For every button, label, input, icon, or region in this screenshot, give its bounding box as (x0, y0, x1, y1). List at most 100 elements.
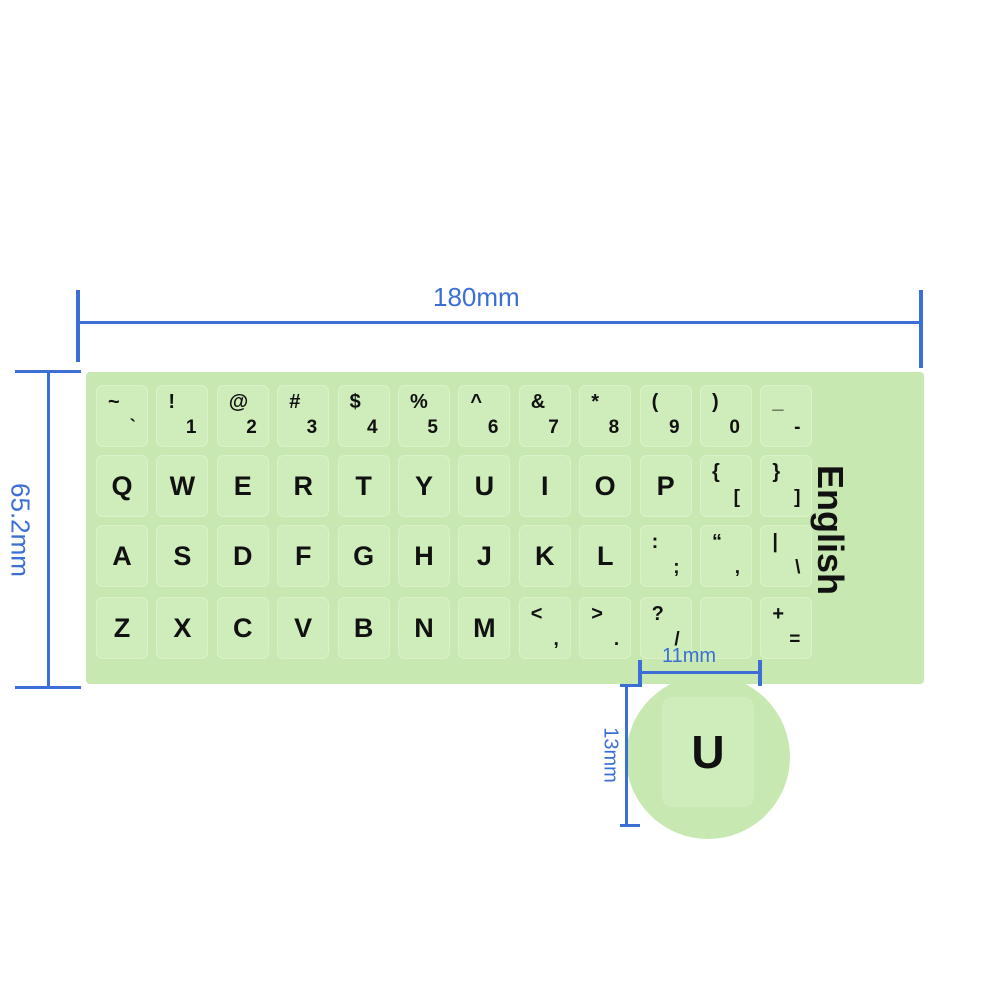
width-dimension-line (80, 321, 922, 324)
key-shift-legend: : (651, 531, 659, 553)
key-base-legend: [ (733, 487, 740, 508)
key-sticker: P (639, 455, 692, 517)
key-sticker: <, (518, 597, 571, 659)
width-dimension-label: 180mm (433, 282, 520, 312)
key-sticker: R (277, 455, 330, 517)
key-shift-legend: # (289, 391, 301, 413)
key-legend: D (233, 540, 253, 571)
key-shift-legend: > (591, 603, 603, 625)
key-shift-legend: ) (712, 391, 719, 413)
key-base-legend: = (789, 629, 801, 650)
key-sticker: B (337, 597, 390, 659)
width-dimension-tick-left (76, 290, 80, 362)
key-sticker: K (518, 525, 571, 587)
key-shift-legend: ~ (108, 391, 120, 413)
key-base-legend: 5 (427, 417, 438, 438)
key-sticker: M (458, 597, 511, 659)
key-sticker: I (518, 455, 571, 517)
key-height-dimension-line (625, 686, 628, 826)
key-sticker: $4 (337, 385, 390, 447)
key-legend: M (473, 612, 496, 643)
key-legend: X (173, 612, 192, 643)
key-sticker: :; (639, 525, 692, 587)
key-legend: P (656, 470, 675, 501)
key-height-label: 13mm (599, 727, 622, 783)
key-sticker: H (398, 525, 450, 587)
language-label: English (810, 464, 851, 596)
key-legend: Y (414, 470, 433, 501)
key-base-legend: 7 (548, 417, 559, 438)
key-sticker: L (579, 525, 632, 587)
key-sticker: E (216, 455, 269, 517)
key-base-legend: 4 (367, 417, 378, 438)
key-base-legend: 9 (669, 417, 680, 438)
key-legend: T (355, 470, 372, 501)
key-legend: V (294, 612, 313, 643)
key-shift-legend: { (712, 461, 720, 483)
key-height-tick-top (620, 684, 642, 687)
key-sticker (700, 597, 752, 659)
key-shift-legend: % (410, 391, 428, 413)
key-legend: E (233, 470, 252, 501)
key-base-legend: , (734, 557, 740, 578)
key-sticker: _- (760, 385, 813, 447)
key-legend: R (293, 470, 313, 501)
key-sticker: |\ (760, 525, 813, 587)
key-legend: U (474, 470, 495, 501)
key-legend: O (594, 470, 616, 501)
key-sticker: Y (398, 455, 450, 517)
key-shift-legend: ( (651, 391, 659, 413)
key-sticker: F (277, 525, 330, 587)
key-sticker: G (337, 525, 390, 587)
key-shift-legend: ! (168, 391, 176, 413)
key-sticker: W (156, 455, 209, 517)
key-legend: G (353, 540, 375, 571)
key-sticker: @2 (216, 385, 269, 447)
key-legend: N (414, 612, 434, 643)
key-legend: K (535, 540, 555, 571)
key-shift-legend: * (591, 391, 599, 413)
key-width-tick-right (758, 660, 762, 686)
key-legend: F (294, 540, 312, 571)
key-sticker: ~` (96, 385, 148, 447)
key-shift-legend: @ (228, 391, 249, 413)
key-legend: S (173, 540, 192, 571)
key-shift-legend: | (772, 531, 778, 553)
key-width-dimension-line (640, 671, 760, 674)
key-legend: A (112, 540, 132, 571)
key-base-legend: 0 (729, 417, 740, 438)
key-sticker: Q (96, 455, 148, 517)
key-legend: I (541, 470, 549, 501)
key-base-legend: ` (129, 417, 136, 438)
key-sticker: V (277, 597, 330, 659)
key-sticker: ^6 (458, 385, 511, 447)
key-base-legend: , (553, 629, 559, 650)
key-base-legend: / (674, 629, 680, 650)
key-shift-legend: } (772, 461, 781, 483)
key-width-label: 11mm (662, 645, 717, 667)
key-shift-legend: ^ (470, 391, 483, 413)
key-width-tick-left (638, 660, 642, 686)
key-base-legend: \ (795, 557, 801, 578)
key-sticker: }] (760, 455, 813, 517)
key-magnifier-callout: U (626, 675, 790, 839)
key-shift-legend: $ (349, 391, 361, 413)
key-legend: W (169, 470, 196, 501)
key-sticker: %5 (398, 385, 450, 447)
key-legend: C (233, 612, 253, 643)
key-sticker: C (216, 597, 269, 659)
height-dimension-label: 65.2mm (5, 483, 36, 577)
key-sticker: += (760, 597, 813, 659)
key-sticker: &7 (518, 385, 571, 447)
key-sticker: “, (700, 525, 752, 587)
key-sticker: Z (96, 597, 148, 659)
key-sticker: D (216, 525, 269, 587)
key-sticker: #3 (277, 385, 330, 447)
key-base-legend: ; (673, 557, 680, 578)
key-sticker: O (579, 455, 632, 517)
key-sticker: >. (579, 597, 632, 659)
key-legend: Q (111, 470, 133, 501)
key-sticker: X (156, 597, 209, 659)
key-sticker: ?/ (639, 597, 692, 659)
